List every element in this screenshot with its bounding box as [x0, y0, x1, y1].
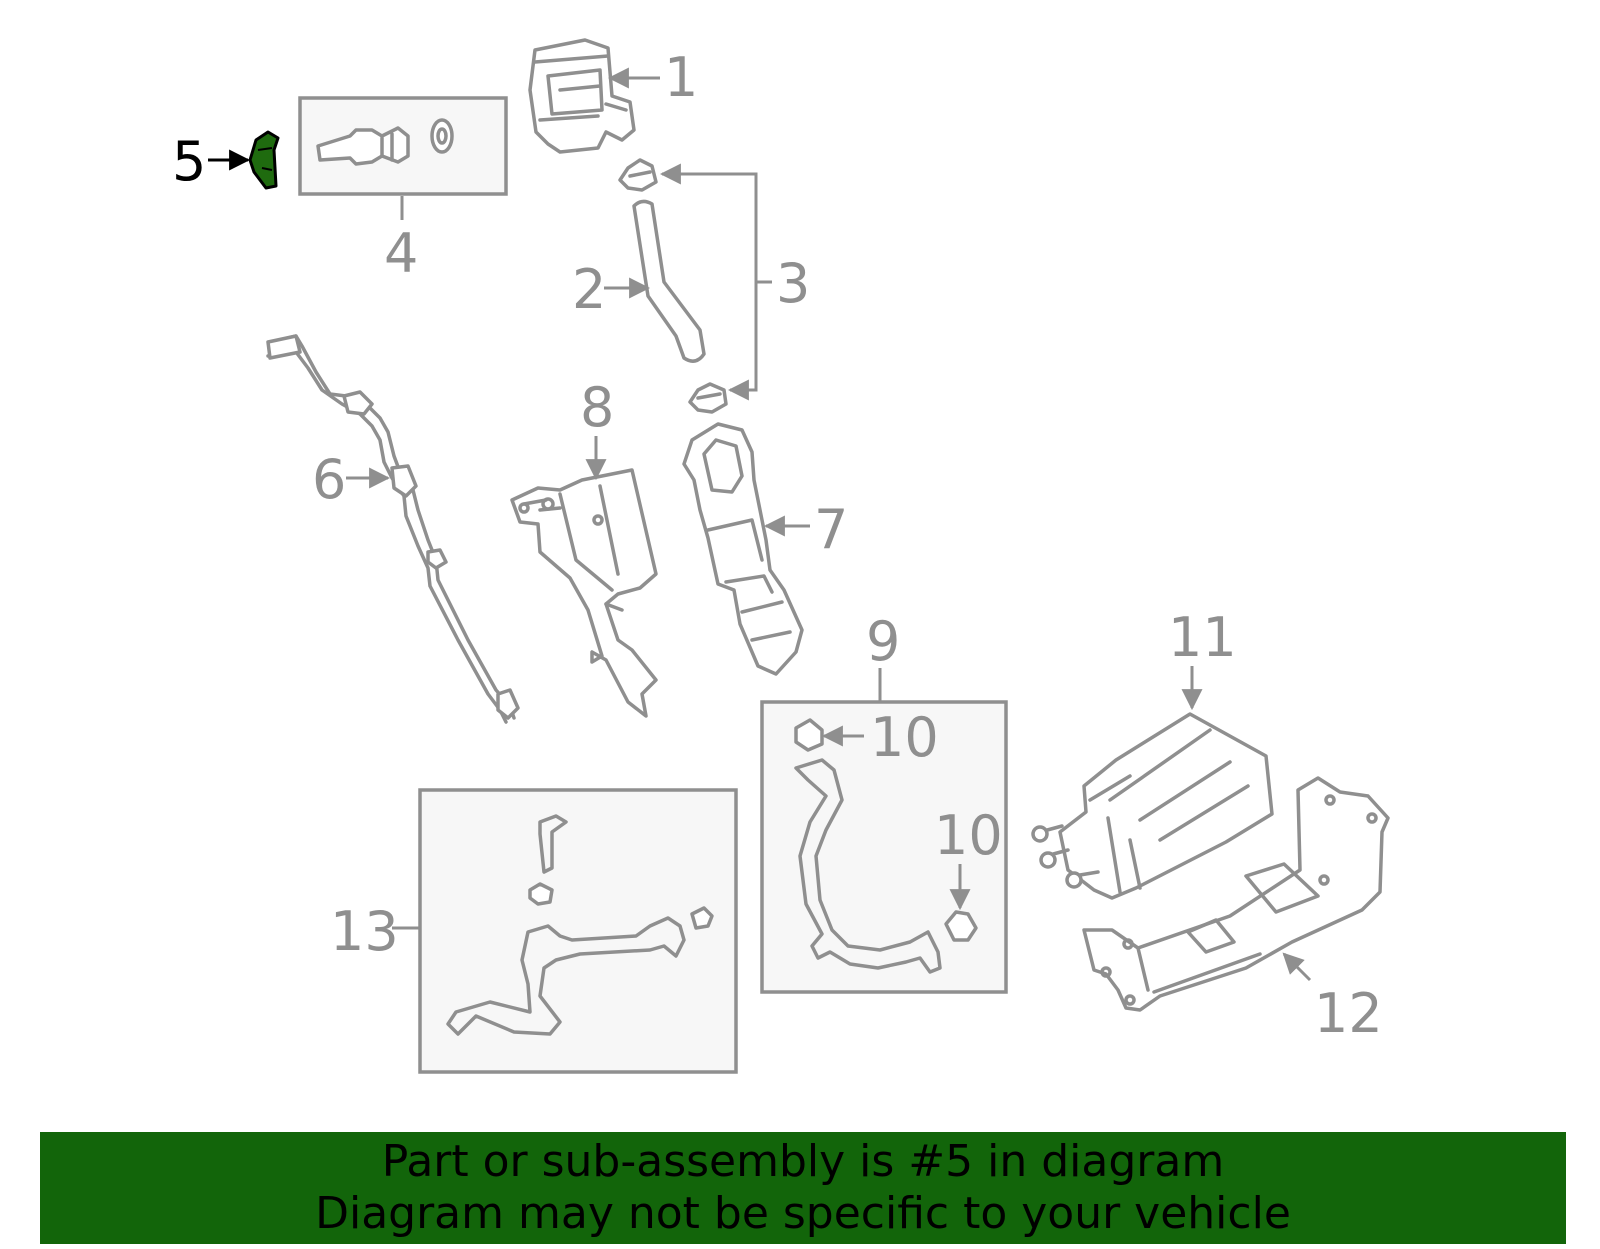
callout-10-lower: 10 [934, 804, 1003, 867]
callout-8: 8 [580, 376, 614, 439]
callout-12: 12 [1314, 982, 1383, 1045]
part-9-hose[interactable] [794, 758, 942, 974]
callout-13: 13 [330, 900, 399, 963]
part-3-clamp-upper[interactable] [618, 158, 658, 192]
leader-3-lower [727, 278, 758, 401]
part-6-harness[interactable] [266, 334, 520, 724]
part-5-highlighted[interactable] [248, 130, 280, 190]
part-7-filler-tube[interactable] [682, 422, 804, 676]
part-8-bracket[interactable] [510, 468, 658, 718]
callout-4: 4 [384, 222, 418, 285]
banner-line-2: Diagram may not be specific to your vehi… [315, 1188, 1291, 1239]
leader-3-upper [659, 163, 758, 278]
part-13-vent-line[interactable] [446, 814, 714, 1036]
part-1-module[interactable] [528, 38, 636, 154]
callout-9: 9 [866, 610, 900, 673]
callout-10-upper: 10 [870, 706, 939, 769]
part-10-cap-lower[interactable] [944, 910, 978, 942]
callout-3: 3 [776, 252, 810, 315]
box-13 [418, 788, 738, 1074]
part-11-canister[interactable] [1031, 712, 1274, 900]
info-banner: Part or sub-assembly is #5 in diagram Di… [40, 1132, 1566, 1244]
part-10-cap-upper[interactable] [794, 718, 824, 752]
callout-5: 5 [172, 130, 206, 193]
callout-11: 11 [1168, 606, 1237, 669]
part-3-clamp-lower[interactable] [688, 382, 728, 414]
part-2-hose[interactable] [632, 199, 706, 363]
callout-6: 6 [312, 448, 346, 511]
part-12-bracket[interactable] [1082, 776, 1390, 1012]
part-4-valve[interactable] [316, 118, 454, 166]
banner-background [40, 1132, 1566, 1244]
callout-1: 1 [664, 46, 698, 109]
leader-12 [1282, 952, 1312, 982]
callout-2: 2 [572, 258, 606, 321]
callout-7: 7 [814, 498, 848, 561]
banner-line-1: Part or sub-assembly is #5 in diagram [381, 1136, 1225, 1187]
